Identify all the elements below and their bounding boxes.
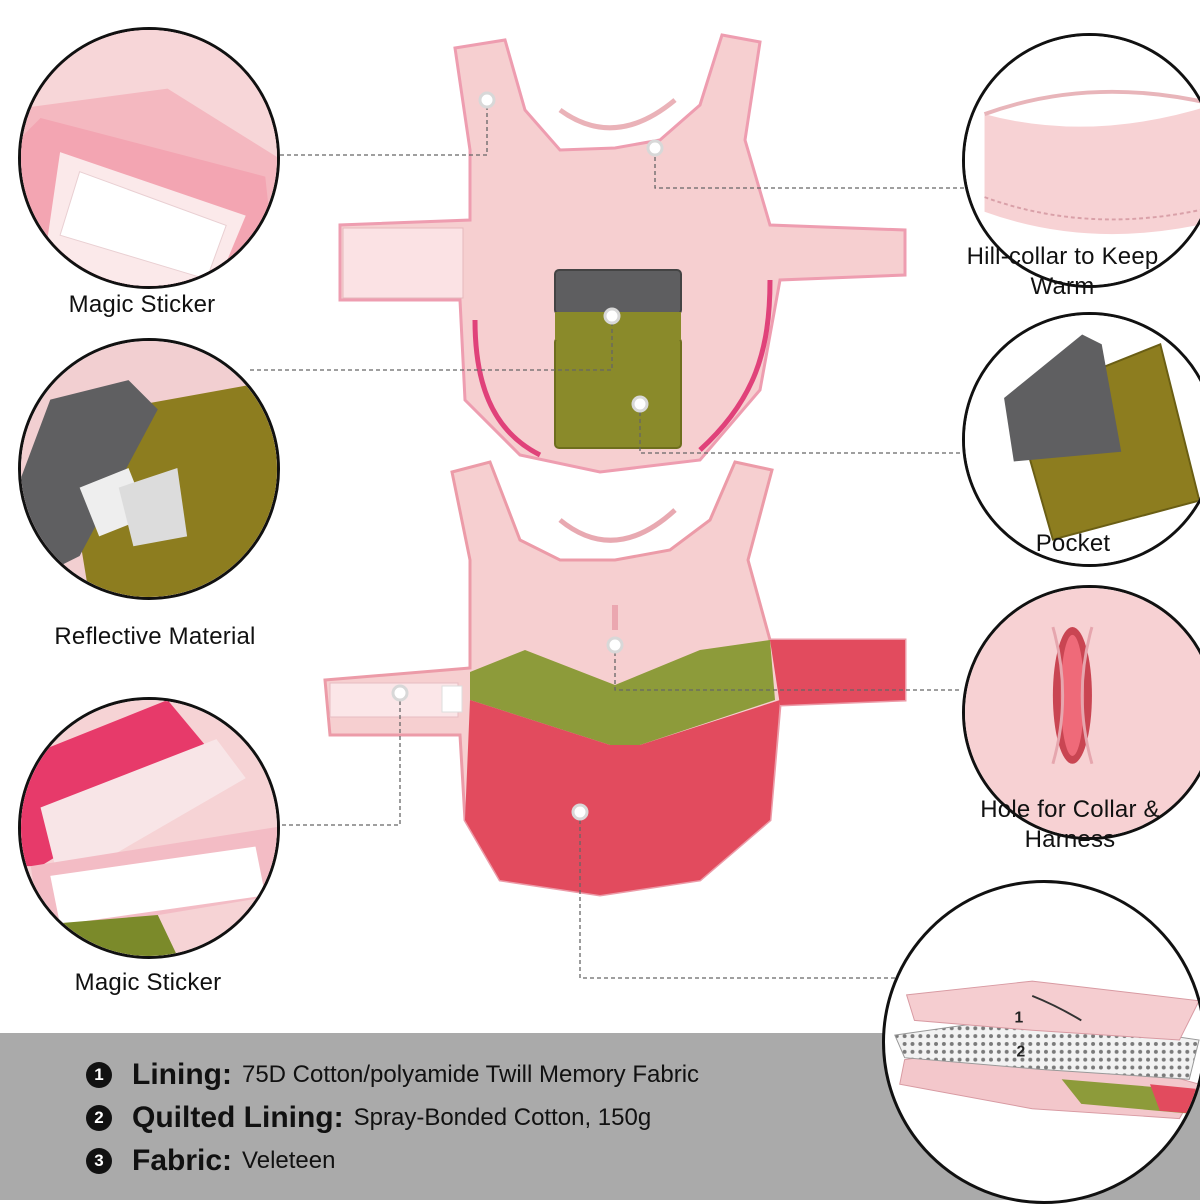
label-magic-sticker-top: Magic Sticker (68, 291, 216, 318)
label-reflective-material: Reflective Material (54, 623, 256, 650)
leader-lines (250, 100, 975, 979)
spec-number: 2 (86, 1105, 112, 1131)
detail-circle-magic-sticker-bottom (18, 697, 280, 959)
spec-row-quilted-lining: 2 Quilted Lining: Spray-Bonded Cotton, 1… (86, 1098, 651, 1138)
coat-outer-view (338, 33, 907, 474)
spec-number: 3 (86, 1148, 112, 1174)
spec-row-fabric: 3 Fabric: Veleteen (86, 1141, 335, 1181)
spec-key: Fabric: (132, 1144, 233, 1177)
layer-number: 1 (1015, 1009, 1024, 1026)
detail-circle-pocket (962, 312, 1200, 567)
coat-inner-view (323, 460, 907, 897)
label-pocket: Pocket (1035, 530, 1111, 557)
label-hill-collar: Hill-collar to Keep Warm (966, 243, 1159, 300)
layer-number: 2 (1017, 1044, 1026, 1061)
spec-value: Spray-Bonded Cotton, 150g (353, 1104, 652, 1131)
detail-circle-hole-collar (962, 585, 1200, 840)
hotspot-dots (391, 91, 664, 821)
spec-number: 1 (86, 1062, 112, 1088)
detail-circle-hill-collar (962, 33, 1200, 288)
label-hole-collar: Hole for Collar & Harness (980, 796, 1160, 853)
label-magic-sticker-bottom: Magic Sticker (74, 969, 222, 996)
spec-key: Lining: (132, 1058, 232, 1091)
fabric-layers-circle: 1 2 (882, 880, 1200, 1204)
detail-circle-reflective-material (18, 338, 280, 600)
coat-illustration (250, 33, 975, 979)
spec-row-lining: 1 Lining: 75D Cotton/polyamide Twill Mem… (86, 1055, 699, 1095)
spec-value: Veleteen (242, 1147, 336, 1174)
spec-value: 75D Cotton/polyamide Twill Memory Fabric (241, 1061, 700, 1088)
detail-circle-magic-sticker-top (18, 27, 280, 289)
spec-key: Quilted Lining: (132, 1101, 344, 1134)
